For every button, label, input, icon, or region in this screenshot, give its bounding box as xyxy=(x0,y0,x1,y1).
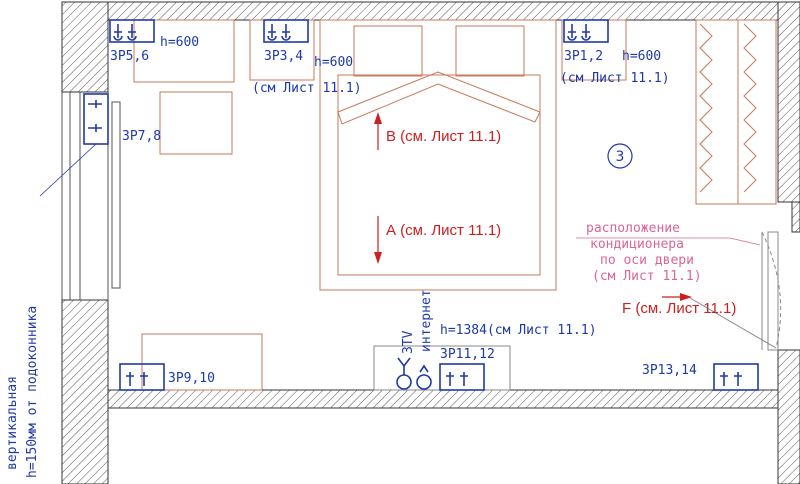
vertical-note-line1: вертикальная xyxy=(5,376,20,470)
socket-labels: ЗР5,6 h=600 ЗР3,4 h=600 (см Лист 11.1) З… xyxy=(110,35,697,386)
wall-left-lower xyxy=(61,299,109,484)
vertical-note: вертикальная h=150мм от подоконника xyxy=(5,306,40,478)
door-right xyxy=(689,231,782,351)
ac-note-line2: кондиционера xyxy=(590,237,684,252)
wall-right-upper xyxy=(777,1,800,203)
socket-label: ЗР1,2 xyxy=(564,49,603,64)
ac-note: расположение кондиционера по оси двери (… xyxy=(576,221,761,284)
socket-icon xyxy=(119,363,165,391)
leader-line xyxy=(39,143,97,197)
ac-note-line4: (см Лист 11.1) xyxy=(592,269,702,284)
wardrobe-hangers xyxy=(699,23,713,193)
wall-bottom xyxy=(107,389,781,409)
height-label: h=600 xyxy=(622,49,661,64)
socket-label: ЗР5,6 xyxy=(110,49,149,64)
bed-frame xyxy=(319,19,557,291)
vertical-note-line2: h=150мм от подоконника xyxy=(25,306,40,478)
sheet-ref: (см Лист 11.1) xyxy=(560,71,670,86)
wall-right-jamb xyxy=(791,201,800,233)
sheet-ref: (см Лист 11.1) xyxy=(252,81,362,96)
window-left xyxy=(61,92,121,300)
section-markers: В (см. Лист 11.1) А (см. Лист 11.1) F (с… xyxy=(374,112,736,317)
room-number: 3 xyxy=(616,149,625,165)
internet-outlet-icon xyxy=(416,364,432,390)
dresser-top-left xyxy=(133,19,235,83)
socket-label: ЗР9,10 xyxy=(168,371,215,386)
armchair-left xyxy=(159,91,233,155)
socket-icon xyxy=(109,19,155,43)
section-label-f: F (см. Лист 11.1) xyxy=(622,300,736,317)
wardrobe xyxy=(695,19,777,205)
wall-left-upper xyxy=(61,1,109,93)
height-label: h=1384(см Лист 11.1) xyxy=(440,323,597,338)
socket-icon xyxy=(713,363,759,391)
blanket-fold xyxy=(337,71,541,125)
socket-icon xyxy=(563,19,609,43)
ac-note-line1: расположение xyxy=(586,221,680,236)
section-label-a: А (см. Лист 11.1) xyxy=(386,222,501,239)
wall-top xyxy=(61,1,781,21)
room-number-marker: 3 xyxy=(607,143,633,169)
pillow-left xyxy=(353,25,423,77)
tv-label: ЗTV xyxy=(401,330,416,354)
tv-outlet-icon xyxy=(396,357,412,390)
socket-label: ЗР3,4 xyxy=(264,49,303,64)
socket-icon xyxy=(439,363,485,391)
socket-label: ЗР11,12 xyxy=(440,347,495,362)
height-label: h=600 xyxy=(160,35,199,50)
height-label: h=600 xyxy=(314,55,353,70)
wall-right-lower xyxy=(777,349,800,484)
ac-note-line3: по оси двери xyxy=(600,253,694,268)
socket-label: ЗР13,14 xyxy=(642,363,697,378)
section-label-b: В (см. Лист 11.1) xyxy=(386,128,501,145)
pillow-right xyxy=(455,25,525,77)
desk-bottom-left xyxy=(141,333,263,391)
socket-icon xyxy=(83,93,109,145)
socket-icon xyxy=(263,19,309,43)
socket-symbols xyxy=(83,19,759,391)
internet-label: интернет xyxy=(419,289,434,352)
socket-label: ЗР7,8 xyxy=(122,129,161,144)
bed-mattress xyxy=(337,74,541,276)
